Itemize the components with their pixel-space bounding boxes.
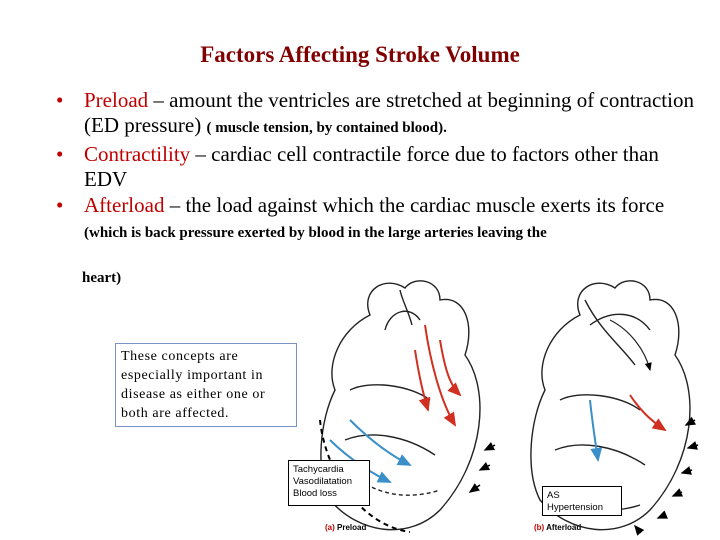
afterload-flow-arrows — [589, 319, 667, 462]
bullet-dot-icon: • — [56, 142, 64, 166]
preload-flow-arrows — [329, 324, 462, 483]
bullet-term: Contractility — [84, 142, 191, 166]
caption-text: Preload — [337, 523, 367, 532]
heart-diagram-preload-icon — [319, 280, 481, 533]
bullet-note: (which is back pressure exerted by blood… — [84, 225, 547, 241]
bullet-dot-icon: • — [56, 88, 64, 112]
preload-factor: Vasodilatation — [293, 476, 352, 487]
caption-preload: (a) Preload — [325, 523, 366, 532]
bullet-term: Preload — [84, 88, 149, 112]
afterload-pressure-arrows — [634, 416, 699, 536]
preload-factor: Blood loss — [293, 488, 337, 499]
caption-text: Afterload — [546, 523, 582, 532]
caption-letter: (b) — [534, 523, 545, 532]
bullet-term: Afterload — [84, 193, 165, 217]
bullet-text: – cardiac cell contractile force due to … — [84, 142, 659, 191]
bullet-text: – the load against which the cardiac mus… — [164, 193, 665, 217]
afterload-factors-box: AS Hypertension — [542, 486, 622, 516]
bullet-continuation: heart) — [82, 270, 122, 286]
preload-factors-box: Tachycardia Vasodilatation Blood loss — [288, 460, 370, 506]
preload-factor: Tachycardia — [293, 464, 344, 475]
bullet-note: ( muscle tension, by contained blood). — [206, 120, 447, 136]
heart-diagrams — [319, 280, 699, 536]
bullet-list: • Preload – amount the ventricles are st… — [56, 88, 706, 247]
afterload-factor: Hypertension — [547, 502, 603, 513]
afterload-factor: AS — [547, 490, 560, 501]
bullet-contractility: • Contractility – cardiac cell contracti… — [56, 142, 706, 192]
slide-title: Factors Affecting Stroke Volume — [200, 42, 520, 67]
preload-pressure-arrows — [468, 441, 496, 493]
note-box: These concepts are especially important … — [115, 343, 297, 427]
bullet-dot-icon: • — [56, 193, 64, 217]
bullet-afterload: • Afterload – the load against which the… — [56, 193, 706, 246]
caption-afterload: (b) Afterload — [534, 523, 581, 532]
caption-letter: (a) — [325, 523, 335, 532]
bullet-preload: • Preload – amount the ventricles are st… — [56, 88, 706, 141]
bullet-text: – amount the ventricles are stretched at… — [84, 88, 694, 137]
